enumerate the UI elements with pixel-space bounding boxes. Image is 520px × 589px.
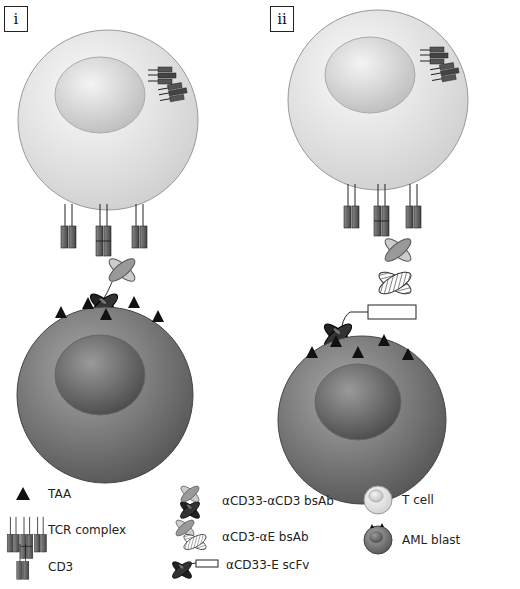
legend-text: AML blast bbox=[402, 533, 460, 547]
cd3-sample bbox=[17, 544, 29, 579]
bsab2-sample bbox=[174, 518, 209, 553]
tcell-sample bbox=[364, 486, 392, 514]
panel-number: i bbox=[14, 10, 19, 28]
panel-label: ii bbox=[270, 6, 294, 32]
legend-text: TCR complex bbox=[48, 523, 126, 537]
legend-text: αCD33-E scFv bbox=[226, 558, 309, 572]
legend-text: TAA bbox=[48, 487, 71, 501]
tcr-sample bbox=[7, 517, 46, 559]
legend-text: αCD3-αE bsAb bbox=[222, 530, 309, 544]
panel-number: ii bbox=[277, 10, 287, 28]
bsab-sample bbox=[178, 484, 202, 521]
taa-sample bbox=[16, 487, 30, 500]
legend-text: CD3 bbox=[48, 560, 73, 574]
legend-text: T cell bbox=[402, 493, 434, 507]
scfv-sample bbox=[170, 559, 218, 581]
blast-sample bbox=[364, 523, 392, 554]
legend-text: αCD33-αCD3 bsAb bbox=[222, 494, 334, 508]
panel-label: i bbox=[4, 6, 28, 32]
